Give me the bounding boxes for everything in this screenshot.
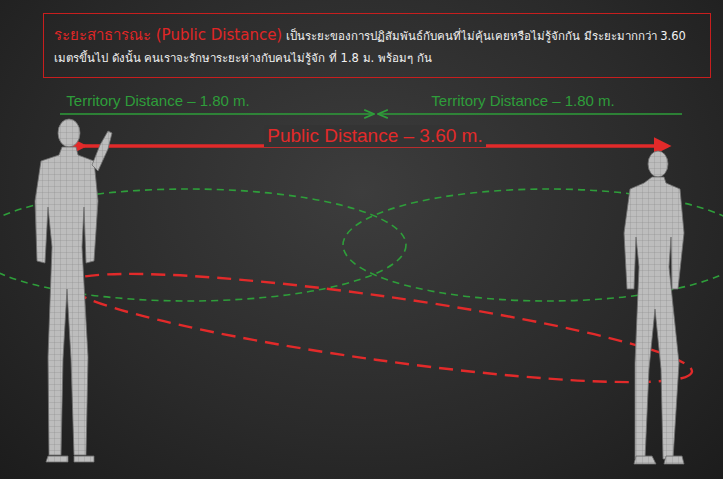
term-heading: ระยะสาธารณะ (Public Distance) bbox=[54, 26, 282, 44]
territory-arrows bbox=[60, 113, 682, 114]
left-figure bbox=[35, 119, 112, 462]
territory-ellipses bbox=[0, 189, 723, 301]
territory-label: Territory Distance – 1.80 m. bbox=[66, 92, 249, 109]
definition-box: ระยะสาธารณะ (Public Distance) เป็นระยะขอ… bbox=[43, 13, 711, 78]
territory-label: Territory Distance – 1.80 m. bbox=[431, 92, 614, 109]
public-distance-label: Public Distance – 3.60 m. bbox=[264, 125, 485, 147]
public-ellipse bbox=[64, 252, 697, 403]
right-figure bbox=[624, 151, 684, 464]
